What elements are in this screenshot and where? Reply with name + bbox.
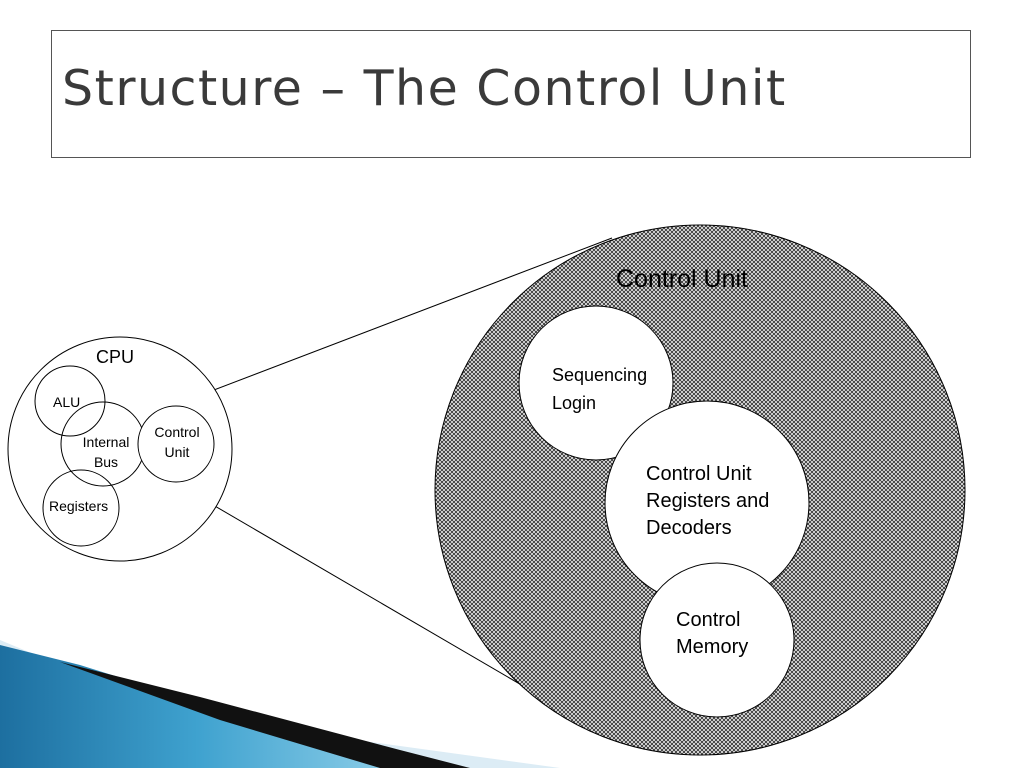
zoom-line-top [171, 237, 613, 407]
registers-decoders-line-1: Control Unit [646, 463, 752, 485]
sequencing-login-circle [518, 305, 674, 461]
registers-decoders-line-2: Registers and [646, 490, 770, 512]
alu-label: ALU [53, 394, 81, 410]
registers-circle [42, 469, 120, 547]
cpu-control-unit-circle [137, 405, 215, 483]
sequencing-line-1: Sequencing [552, 365, 648, 385]
cpu-control-unit-line-2: Unit [164, 444, 190, 460]
alu-circle [34, 365, 106, 437]
control-memory-label: Control Memory [676, 607, 748, 661]
cpu-label: CPU [96, 347, 135, 367]
sequencing-login-label: Sequencing Login [552, 365, 647, 414]
cpu-control-unit-line-1: Control [154, 424, 200, 440]
sequencing-line-2: Login [552, 393, 597, 413]
cpu-circle [7, 336, 233, 562]
control-unit-title: Control Unit [616, 265, 748, 293]
decorative-swoosh [0, 640, 560, 768]
internal-bus-line-1: Internal [82, 434, 130, 450]
title-box: Structure – The Control Unit [51, 30, 971, 158]
internal-bus-line-2: Bus [93, 454, 119, 470]
control-memory-line-2: Memory [676, 636, 749, 658]
registers-label: Registers [49, 498, 109, 514]
cpu-control-unit-label: Control Unit [147, 422, 207, 462]
control-memory-circle [639, 562, 795, 718]
registers-decoders-line-3: Decoders [646, 517, 732, 539]
internal-bus-label: Internal Bus [76, 432, 136, 472]
registers-decoders-label: Control Unit Registers and Decoders [646, 461, 769, 542]
control-memory-line-1: Control [676, 609, 741, 631]
page-title: Structure – The Control Unit [62, 60, 787, 117]
